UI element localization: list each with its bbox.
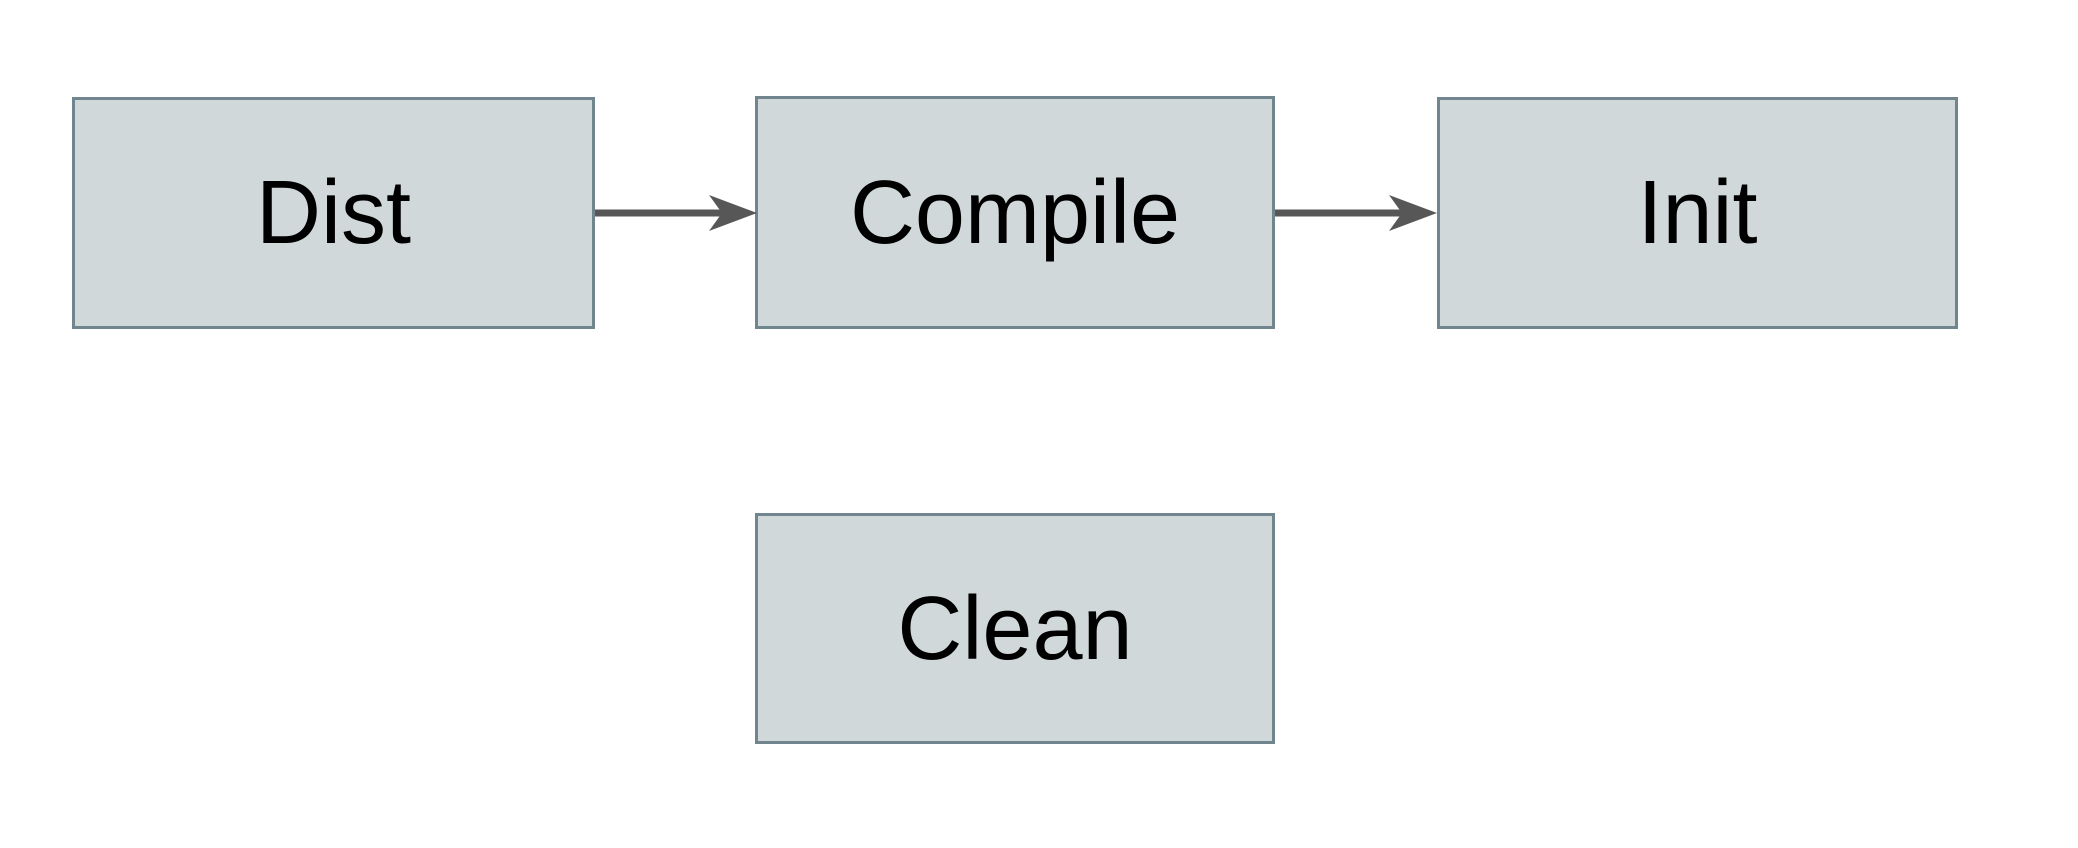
node-init: Init <box>1437 97 1958 329</box>
node-clean-label: Clean <box>897 578 1133 679</box>
arrow-compile-to-init <box>1275 195 1437 231</box>
node-compile-label: Compile <box>849 162 1181 263</box>
node-init-label: Init <box>1637 163 1758 263</box>
node-compile: Compile <box>755 96 1275 329</box>
arrowhead <box>709 195 757 231</box>
node-dist: Dist <box>72 97 595 329</box>
arrow-dist-to-compile <box>595 195 757 231</box>
node-dist-label: Dist <box>256 163 411 263</box>
node-clean: Clean <box>755 513 1275 744</box>
arrowhead <box>1389 195 1437 231</box>
